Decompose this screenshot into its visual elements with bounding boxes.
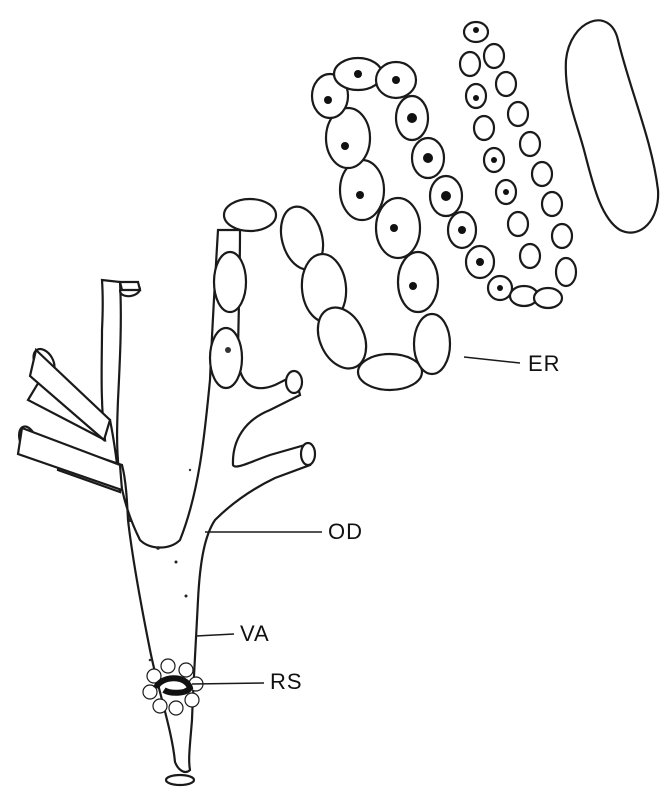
label-va: VA [240, 621, 270, 647]
label-rs: RS [270, 669, 303, 695]
ovariole-chain [210, 20, 658, 390]
label-od: OD [328, 519, 363, 545]
label-er: ER [528, 351, 561, 377]
leader-va [196, 634, 234, 636]
leader-er [464, 357, 520, 363]
leader-rs [192, 683, 264, 684]
